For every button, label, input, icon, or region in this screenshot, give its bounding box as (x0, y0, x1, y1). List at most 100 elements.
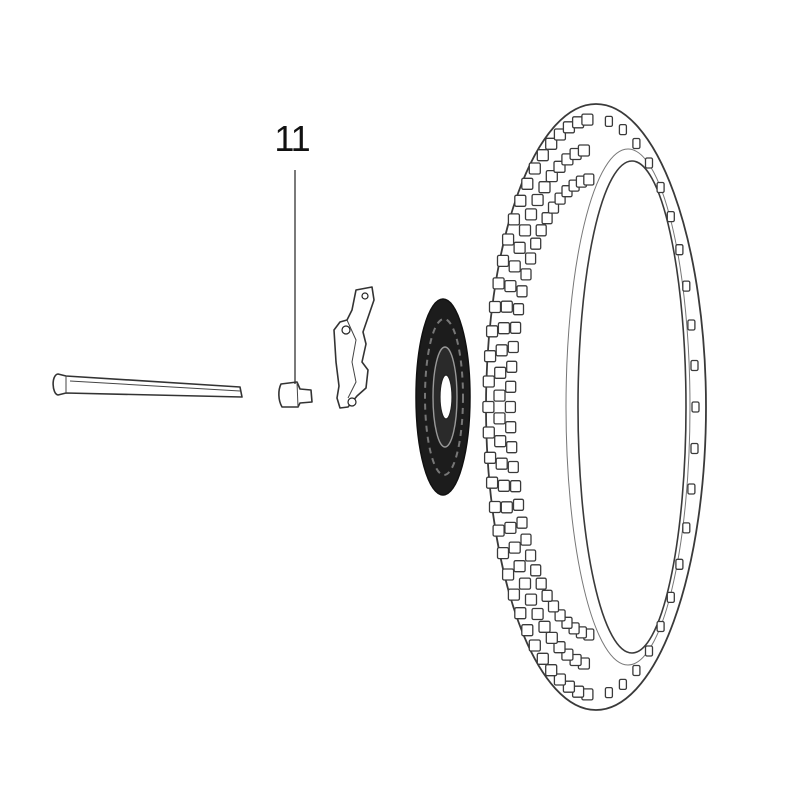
tread-knob (547, 600, 560, 613)
tread-knob (547, 201, 560, 214)
tread-knob (656, 181, 665, 194)
tread-knob (666, 210, 675, 223)
tread-knob (535, 577, 547, 590)
tread-knob (501, 568, 515, 581)
axle-spacer (278, 381, 313, 408)
tread-knob (528, 162, 541, 175)
tread-knob (482, 375, 495, 388)
tread-knob (682, 522, 691, 534)
tread-knob (513, 241, 526, 254)
tread-knob (516, 516, 528, 529)
tread-knob (508, 260, 521, 273)
tread-knob (562, 680, 576, 693)
tread-knob (504, 400, 517, 414)
tread-knob (656, 620, 665, 633)
tread-knob (530, 564, 542, 577)
tread-knob (500, 501, 513, 514)
tread-knob (524, 252, 537, 265)
tread-knob (493, 412, 506, 425)
tread-knob (520, 533, 532, 546)
tread-knob (507, 588, 521, 601)
tread-knob (618, 123, 628, 136)
tread-knob (618, 678, 628, 691)
brake-disc (415, 298, 471, 496)
tread-knob (493, 389, 506, 402)
tread-knob (494, 435, 507, 448)
tread-knob (524, 208, 538, 221)
tread-knob (553, 641, 566, 654)
tread-knob (545, 169, 558, 183)
tread-knob (512, 303, 525, 316)
tread-knob (497, 479, 511, 492)
tread-knob (545, 664, 558, 677)
tread-knob (538, 620, 551, 633)
tread-knob (691, 401, 700, 413)
tread-knob (528, 639, 541, 652)
tread-knob (488, 300, 502, 314)
tread-knob (518, 224, 532, 237)
tread-knob (509, 480, 522, 493)
tread-knob (504, 521, 517, 535)
tread-knob (531, 193, 544, 207)
tread-knob (604, 115, 614, 128)
tread-knob (488, 500, 502, 514)
tread-knob (512, 498, 525, 511)
callout-number-label: 11 (274, 118, 310, 159)
tread-knob (521, 177, 534, 190)
tread-knob (644, 157, 654, 169)
tread-knob (536, 652, 549, 665)
front-tire (482, 103, 707, 711)
tread-knob (483, 451, 497, 464)
tread-knob (505, 421, 517, 434)
tread-knob (524, 593, 538, 606)
tread-knob (492, 524, 505, 537)
tread-knob (485, 325, 499, 338)
tread-knob (501, 233, 515, 246)
tread-knob (495, 457, 508, 470)
tread-knob (554, 609, 566, 622)
caliper-bracket (333, 286, 375, 409)
tread-knob (553, 128, 567, 141)
tread-knob (541, 212, 553, 225)
tread-knob (496, 546, 510, 560)
tread-knob (583, 173, 595, 186)
tread-knob (485, 476, 499, 489)
tread-knob (632, 664, 641, 677)
tread-knob (675, 558, 684, 570)
tread-knob (492, 277, 505, 290)
tread-knob (535, 224, 547, 237)
tread-knob (496, 254, 510, 268)
tread-knob (518, 577, 532, 590)
tread-knob (521, 624, 534, 637)
tread-knob (530, 237, 542, 250)
tread-knob (687, 319, 696, 331)
tread-knob (504, 279, 517, 293)
tread-knob (531, 607, 544, 621)
tread-knob (524, 549, 537, 562)
tread-knob (505, 380, 517, 393)
tread-knob (509, 321, 522, 334)
tread-knob (690, 442, 699, 455)
tread-knob (513, 560, 526, 573)
tread-knob (644, 645, 654, 657)
tread-knob (507, 460, 519, 474)
tread-knob (494, 366, 507, 379)
tread-knob (483, 350, 497, 363)
tread-knob (482, 426, 495, 439)
tread-knob (604, 686, 614, 699)
tread-knob (516, 285, 528, 298)
tread-knob (553, 673, 567, 686)
tread-knob (506, 360, 518, 373)
tread-knob (495, 344, 508, 357)
tread-knob (541, 589, 553, 602)
tread-knob (508, 541, 521, 554)
tread-knob (666, 591, 675, 604)
tread-knob (536, 149, 549, 162)
tread-knob (577, 144, 591, 157)
front-axle (52, 373, 243, 398)
tread-knob (514, 607, 527, 620)
tread-knob (675, 244, 684, 256)
tire-tread-knobs (482, 113, 700, 701)
